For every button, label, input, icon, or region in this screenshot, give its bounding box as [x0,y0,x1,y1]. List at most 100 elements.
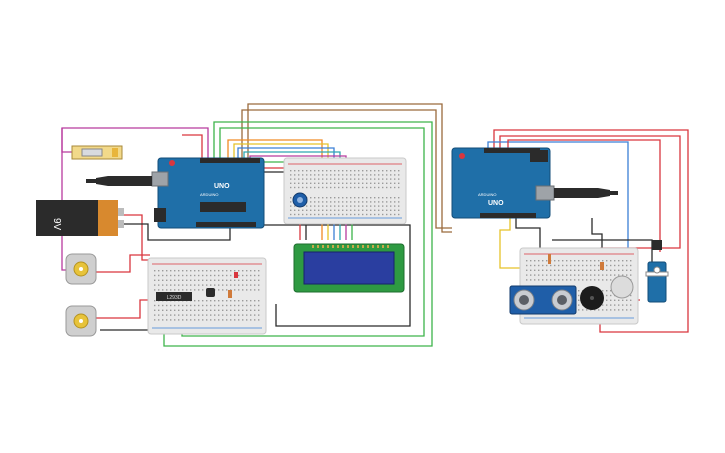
wire-red-2[interactable] [124,214,155,261]
wire-red-8[interactable] [507,139,661,252]
breadboard-hole [214,279,216,281]
breadboard-hole [622,304,624,306]
breadboard-hole [326,213,328,216]
breadboard-hole [546,264,548,267]
breadboard-hole [170,304,172,307]
usb-cable-right[interactable] [554,188,618,198]
wire-black-5[interactable] [515,218,541,260]
wire-red-4[interactable] [96,299,155,319]
breadboard-hole [186,279,188,281]
breadboard-hole [254,304,256,307]
breadboard-hole [598,264,600,267]
breadboard-hole [242,284,244,286]
potentiometer[interactable] [292,192,308,208]
breadboard-hole [578,294,580,297]
resistor-4[interactable] [548,254,551,264]
piezo-buzzer[interactable] [580,286,604,310]
breadboard-hole [194,309,196,311]
breadboard-hole [310,213,312,216]
breadboard-hole [182,284,184,286]
dc-motor-1[interactable] [65,253,97,285]
wire-black-1[interactable] [258,224,411,327]
breadboard-hole [206,274,208,277]
wire-black-2[interactable] [124,223,231,241]
wire-red-1[interactable] [182,134,203,160]
breadboard-hole [554,269,556,271]
dc-motor-2[interactable] [65,305,97,337]
breadboard-hole [602,309,604,311]
breadboard-hole [370,186,372,189]
usb-cable-left[interactable] [86,176,152,186]
resistor-3[interactable] [600,262,604,270]
breadboard-hole [290,197,292,199]
breadboard-hole [602,290,604,292]
breadboard-hole [578,274,580,276]
breadboard-hole [350,170,352,172]
lcd-display[interactable] [293,243,405,293]
breadboard-hole [162,279,164,281]
breadboard-hole [238,274,240,277]
breadboard-hole [354,174,356,176]
breadboard-hole [194,284,196,286]
breadboard-hole [610,279,612,281]
breadboard-hole [338,170,340,172]
breadboard-hole [542,260,544,262]
arduino-uno-left[interactable]: UNO ARDUINO [151,157,265,229]
breadboard-hole [306,182,308,184]
servo-motor[interactable] [645,240,669,303]
breadboard-hole [394,178,396,180]
breadboard-hole [338,182,340,184]
arduino-right-brand-label: ARDUINO [478,192,496,197]
arduino-uno-right[interactable]: UNO ARDUINO [451,147,555,219]
breadboard-hole [194,279,196,281]
resistor-2[interactable] [234,272,238,278]
breadboard-hole [366,205,368,207]
wire-blue-2[interactable] [487,141,629,258]
breadboard-hole [326,178,328,180]
transistor[interactable] [206,288,215,297]
ultrasonic-sensor[interactable] [509,285,577,315]
breadboard-hole [190,314,192,316]
breadboard-hole [194,314,196,316]
breadboard-hole [258,304,260,307]
motor-driver-ic[interactable]: L293D [156,292,192,301]
breadboard-hole [258,319,260,321]
breadboard-hole [162,289,164,291]
breadboard-top-center[interactable] [283,157,407,225]
breadboard-hole [246,319,248,321]
breadboard-hole [526,264,528,267]
wire-brown-2[interactable] [241,109,452,229]
breadboard-hole [578,269,580,271]
wire-black-6[interactable] [591,218,603,250]
battery-9v[interactable]: 9V [36,200,124,236]
gas-sensor[interactable] [610,275,634,299]
breadboard-hole [610,264,612,267]
wire-red-6[interactable] [493,129,689,333]
wire-red-3[interactable] [95,254,150,273]
breadboard-hole [318,213,320,216]
breadboard-holes [290,170,400,216]
breadboard-hole [538,274,540,276]
breadboard-hole [566,264,568,267]
breadboard-hole [170,274,172,277]
lcd-pin [332,245,334,248]
breadboard-hole [598,274,600,276]
breadboard-hole [534,264,536,267]
breadboard-hole [394,170,396,172]
breadboard-hole [330,213,332,216]
arduino-right-board-label: UNO [488,200,504,207]
breadboard-hole [222,319,224,321]
wire-brown-1[interactable] [247,103,452,233]
breadboard-hole [230,304,232,307]
breadboard-hole [182,314,184,316]
breadboard-hole [306,213,308,216]
breadboard-hole [330,182,332,184]
breadboard-hole [294,178,296,180]
breadboard-hole [530,260,532,262]
breadboard-hole [178,319,180,321]
breadboard-hole [574,279,576,281]
breadboard-hole [606,260,608,262]
slide-switch[interactable] [71,145,123,160]
resistor[interactable] [228,290,232,298]
